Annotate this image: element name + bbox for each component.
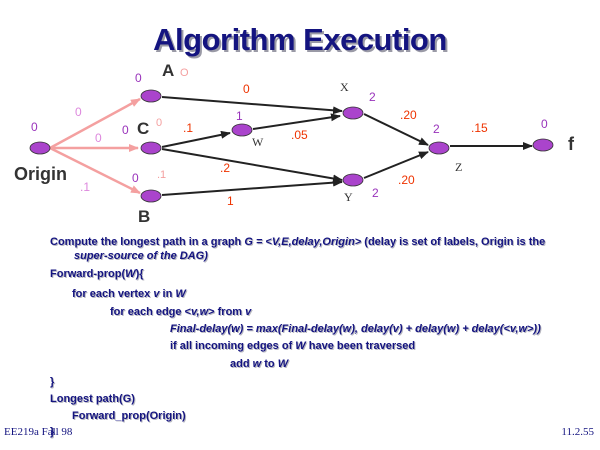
edge-label-z-f: .15 — [471, 121, 488, 135]
node-label-a: A — [162, 61, 174, 80]
node-value-c: 0 — [122, 123, 129, 137]
node-y — [342, 173, 364, 187]
edge-label-b-y: 1 — [227, 194, 234, 208]
node-label-b: B — [138, 207, 150, 225]
edge-a-x — [161, 96, 343, 115]
algo-line-3: Forward-prop(W){ — [50, 268, 144, 280]
algo-line-9: } — [50, 376, 55, 388]
edge-label-origin-b: .1 — [80, 180, 90, 194]
dag-diagram: Origin A O C 0 B .1 W X Y Z f 0 0 0 0 1 … — [14, 61, 575, 225]
edge-b-y — [161, 178, 343, 196]
node-value-b: 0 — [132, 171, 139, 185]
node-label-f: f — [568, 134, 575, 154]
node-value-z: 2 — [433, 122, 440, 136]
node-c — [140, 141, 162, 155]
node-value-x: 2 — [369, 90, 376, 104]
page-title: Algorithm Execution — [153, 22, 447, 57]
edge-label-y-z: .20 — [398, 173, 415, 187]
node-w — [231, 123, 253, 137]
edge-label-c-w: .1 — [183, 121, 193, 135]
node-sublabel-c: 0 — [156, 117, 162, 129]
edge-x-z — [363, 113, 429, 146]
node-value-origin: 0 — [31, 120, 38, 134]
node-label-z: Z — [455, 160, 462, 174]
edge-y-z — [363, 151, 429, 179]
node-f — [532, 138, 554, 152]
algo-line-6: Final-delay(w) = max(Final-delay(w), del… — [170, 323, 541, 335]
algo-line-11: Forward_prop(Origin) — [72, 410, 186, 422]
node-value-y: 2 — [372, 186, 379, 200]
node-sublabel-b: .1 — [157, 169, 166, 181]
algo-line-5: for each edge <v,w> from v — [110, 306, 252, 318]
edge-origin-b — [49, 146, 141, 195]
algo-line-8: add w to W — [230, 358, 289, 370]
algo-line-4: for each vertex v in W — [72, 288, 186, 300]
edge-label-w-x: .05 — [291, 128, 308, 142]
slide-number: 11.2.55 — [561, 426, 594, 438]
algo-line-1: Compute the longest path in a graph G = … — [50, 236, 546, 248]
edge-c-w — [161, 130, 231, 148]
node-b — [140, 189, 162, 203]
node-label-w: W — [252, 135, 264, 149]
node-z — [428, 141, 450, 155]
course-footer: EE219a Fall 98 — [4, 426, 73, 438]
algo-line-12: } — [50, 426, 55, 438]
edge-label-origin-c: 0 — [95, 131, 102, 145]
edge-label-c-y: .2 — [220, 161, 230, 175]
edge-c-y — [161, 148, 343, 183]
algo-line-2: super-source of the DAG) — [74, 250, 208, 262]
edge-label-origin-a: 0 — [75, 105, 82, 119]
node-value-f: 0 — [541, 117, 548, 131]
node-label-y: Y — [344, 190, 353, 204]
node-value-a: 0 — [135, 71, 142, 85]
edge-label-x-z: .20 — [400, 108, 417, 122]
edge-w-x — [252, 113, 341, 130]
edge-origin-a — [49, 97, 141, 150]
node-label-c: C — [137, 119, 149, 138]
node-value-w: 1 — [236, 109, 243, 123]
algo-line-7: if all incoming edges of W have been tra… — [170, 340, 416, 352]
node-label-x: X — [340, 80, 349, 94]
node-x — [342, 106, 364, 120]
node-origin — [29, 141, 51, 155]
node-label-origin: Origin — [14, 164, 67, 184]
node-a — [140, 89, 162, 103]
edge-label-a-x: 0 — [243, 82, 250, 96]
node-sublabel-a: O — [180, 67, 189, 79]
algo-line-10: Longest path(G) — [50, 393, 135, 405]
